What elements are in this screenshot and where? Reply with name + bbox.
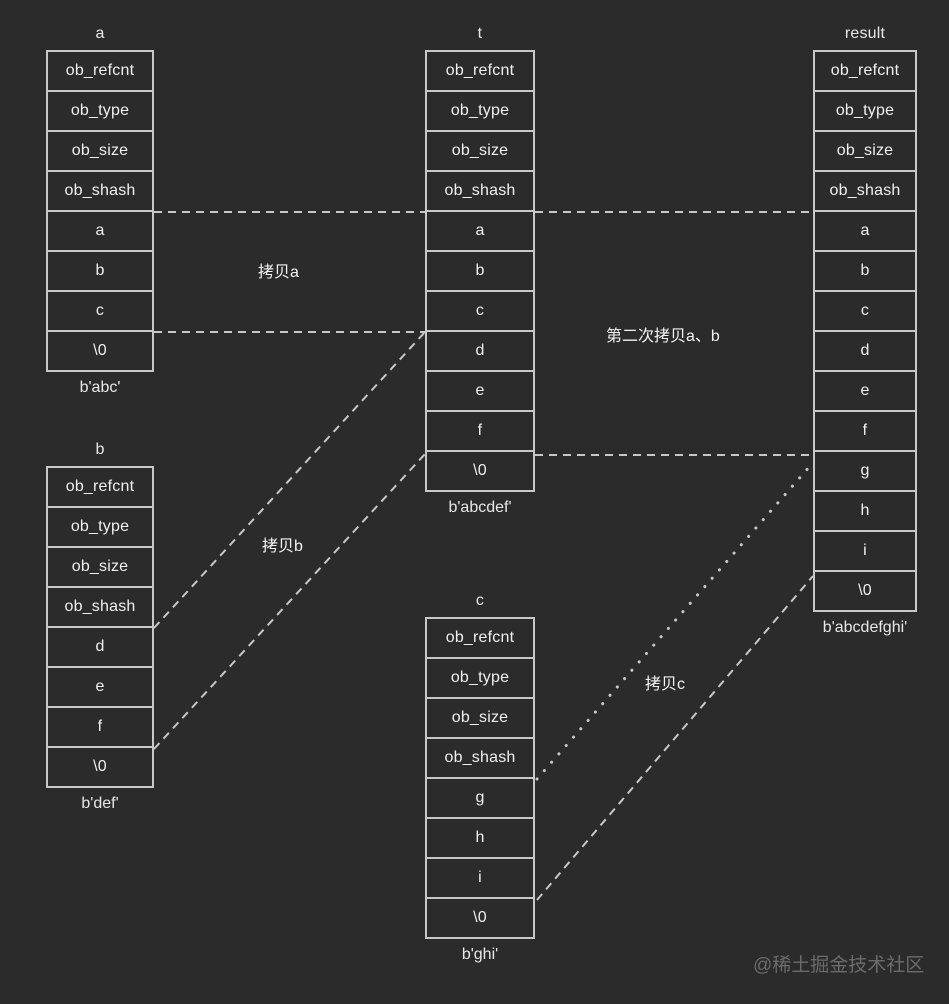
connector-c-to-result-bottom bbox=[536, 575, 814, 901]
struct-cell: ob_type bbox=[427, 659, 533, 699]
struct-cell: c bbox=[815, 292, 915, 332]
struct-cell: h bbox=[815, 492, 915, 532]
struct-cell: ob_type bbox=[48, 92, 152, 132]
struct-cell: \0 bbox=[48, 748, 152, 788]
struct-caption-t: b'abcdef' bbox=[448, 499, 512, 516]
struct-cell: a bbox=[48, 212, 152, 252]
struct-cell: ob_size bbox=[427, 132, 533, 172]
struct-cell: ob_refcnt bbox=[48, 468, 152, 508]
struct-cell: ob_size bbox=[427, 699, 533, 739]
struct-cell: b bbox=[815, 252, 915, 292]
struct-cell: ob_size bbox=[48, 132, 152, 172]
struct-title-c: c bbox=[475, 592, 485, 609]
struct-cell: d bbox=[815, 332, 915, 372]
annotation-copy-b: 拷贝b bbox=[262, 538, 303, 555]
struct-cell: f bbox=[815, 412, 915, 452]
struct-cell: ob_refcnt bbox=[427, 52, 533, 92]
struct-cell: ob_size bbox=[815, 132, 915, 172]
struct-caption-c: b'ghi' bbox=[461, 946, 499, 963]
struct-cell: a bbox=[815, 212, 915, 252]
annotation-copy-a-b-second: 第二次拷贝a、b bbox=[606, 328, 720, 345]
watermark: @稀土掘金技术社区 bbox=[753, 955, 925, 976]
annotation-copy-a: 拷贝a bbox=[258, 264, 299, 281]
struct-cell: \0 bbox=[427, 899, 533, 939]
struct-cell: i bbox=[427, 859, 533, 899]
struct-cell: ob_type bbox=[48, 508, 152, 548]
struct-cell: g bbox=[815, 452, 915, 492]
struct-cell: ob_size bbox=[48, 548, 152, 588]
struct-title-a: a bbox=[95, 25, 105, 42]
struct-cell: \0 bbox=[427, 452, 533, 492]
connector-b-to-t-top bbox=[153, 331, 426, 629]
struct-cell: ob_shash bbox=[815, 172, 915, 212]
connector-b-to-t-bottom bbox=[153, 453, 426, 750]
struct-cell: c bbox=[48, 292, 152, 332]
struct-title-t: t bbox=[477, 25, 483, 42]
connector-c-to-result-top bbox=[535, 464, 812, 781]
struct-cell: b bbox=[48, 252, 152, 292]
struct-caption-result: b'abcdefghi' bbox=[822, 619, 908, 636]
struct-cell: \0 bbox=[815, 572, 915, 612]
struct-cell: ob_refcnt bbox=[48, 52, 152, 92]
struct-cell: ob_shash bbox=[48, 588, 152, 628]
struct-cell: g bbox=[427, 779, 533, 819]
struct-cell: ob_type bbox=[427, 92, 533, 132]
struct-caption-a: b'abc' bbox=[79, 379, 121, 396]
struct-cell: d bbox=[48, 628, 152, 668]
struct-cell: ob_refcnt bbox=[815, 52, 915, 92]
struct-cell: a bbox=[427, 212, 533, 252]
struct-cell: ob_shash bbox=[427, 172, 533, 212]
struct-cell: ob_shash bbox=[427, 739, 533, 779]
struct-cell: ob_type bbox=[815, 92, 915, 132]
struct-cell: f bbox=[427, 412, 533, 452]
annotation-copy-c: 拷贝c bbox=[645, 676, 686, 693]
struct-cell: h bbox=[427, 819, 533, 859]
struct-title-result: result bbox=[844, 25, 886, 42]
struct-cell: \0 bbox=[48, 332, 152, 372]
struct-cell: f bbox=[48, 708, 152, 748]
struct-cell: ob_refcnt bbox=[427, 619, 533, 659]
struct-caption-b: b'def' bbox=[81, 795, 119, 812]
struct-cell: c bbox=[427, 292, 533, 332]
struct-cell: d bbox=[427, 332, 533, 372]
struct-cell: e bbox=[427, 372, 533, 412]
struct-cell: e bbox=[48, 668, 152, 708]
struct-cell: e bbox=[815, 372, 915, 412]
struct-title-b: b bbox=[95, 441, 105, 458]
struct-cell: b bbox=[427, 252, 533, 292]
struct-cell: i bbox=[815, 532, 915, 572]
struct-cell: ob_shash bbox=[48, 172, 152, 212]
